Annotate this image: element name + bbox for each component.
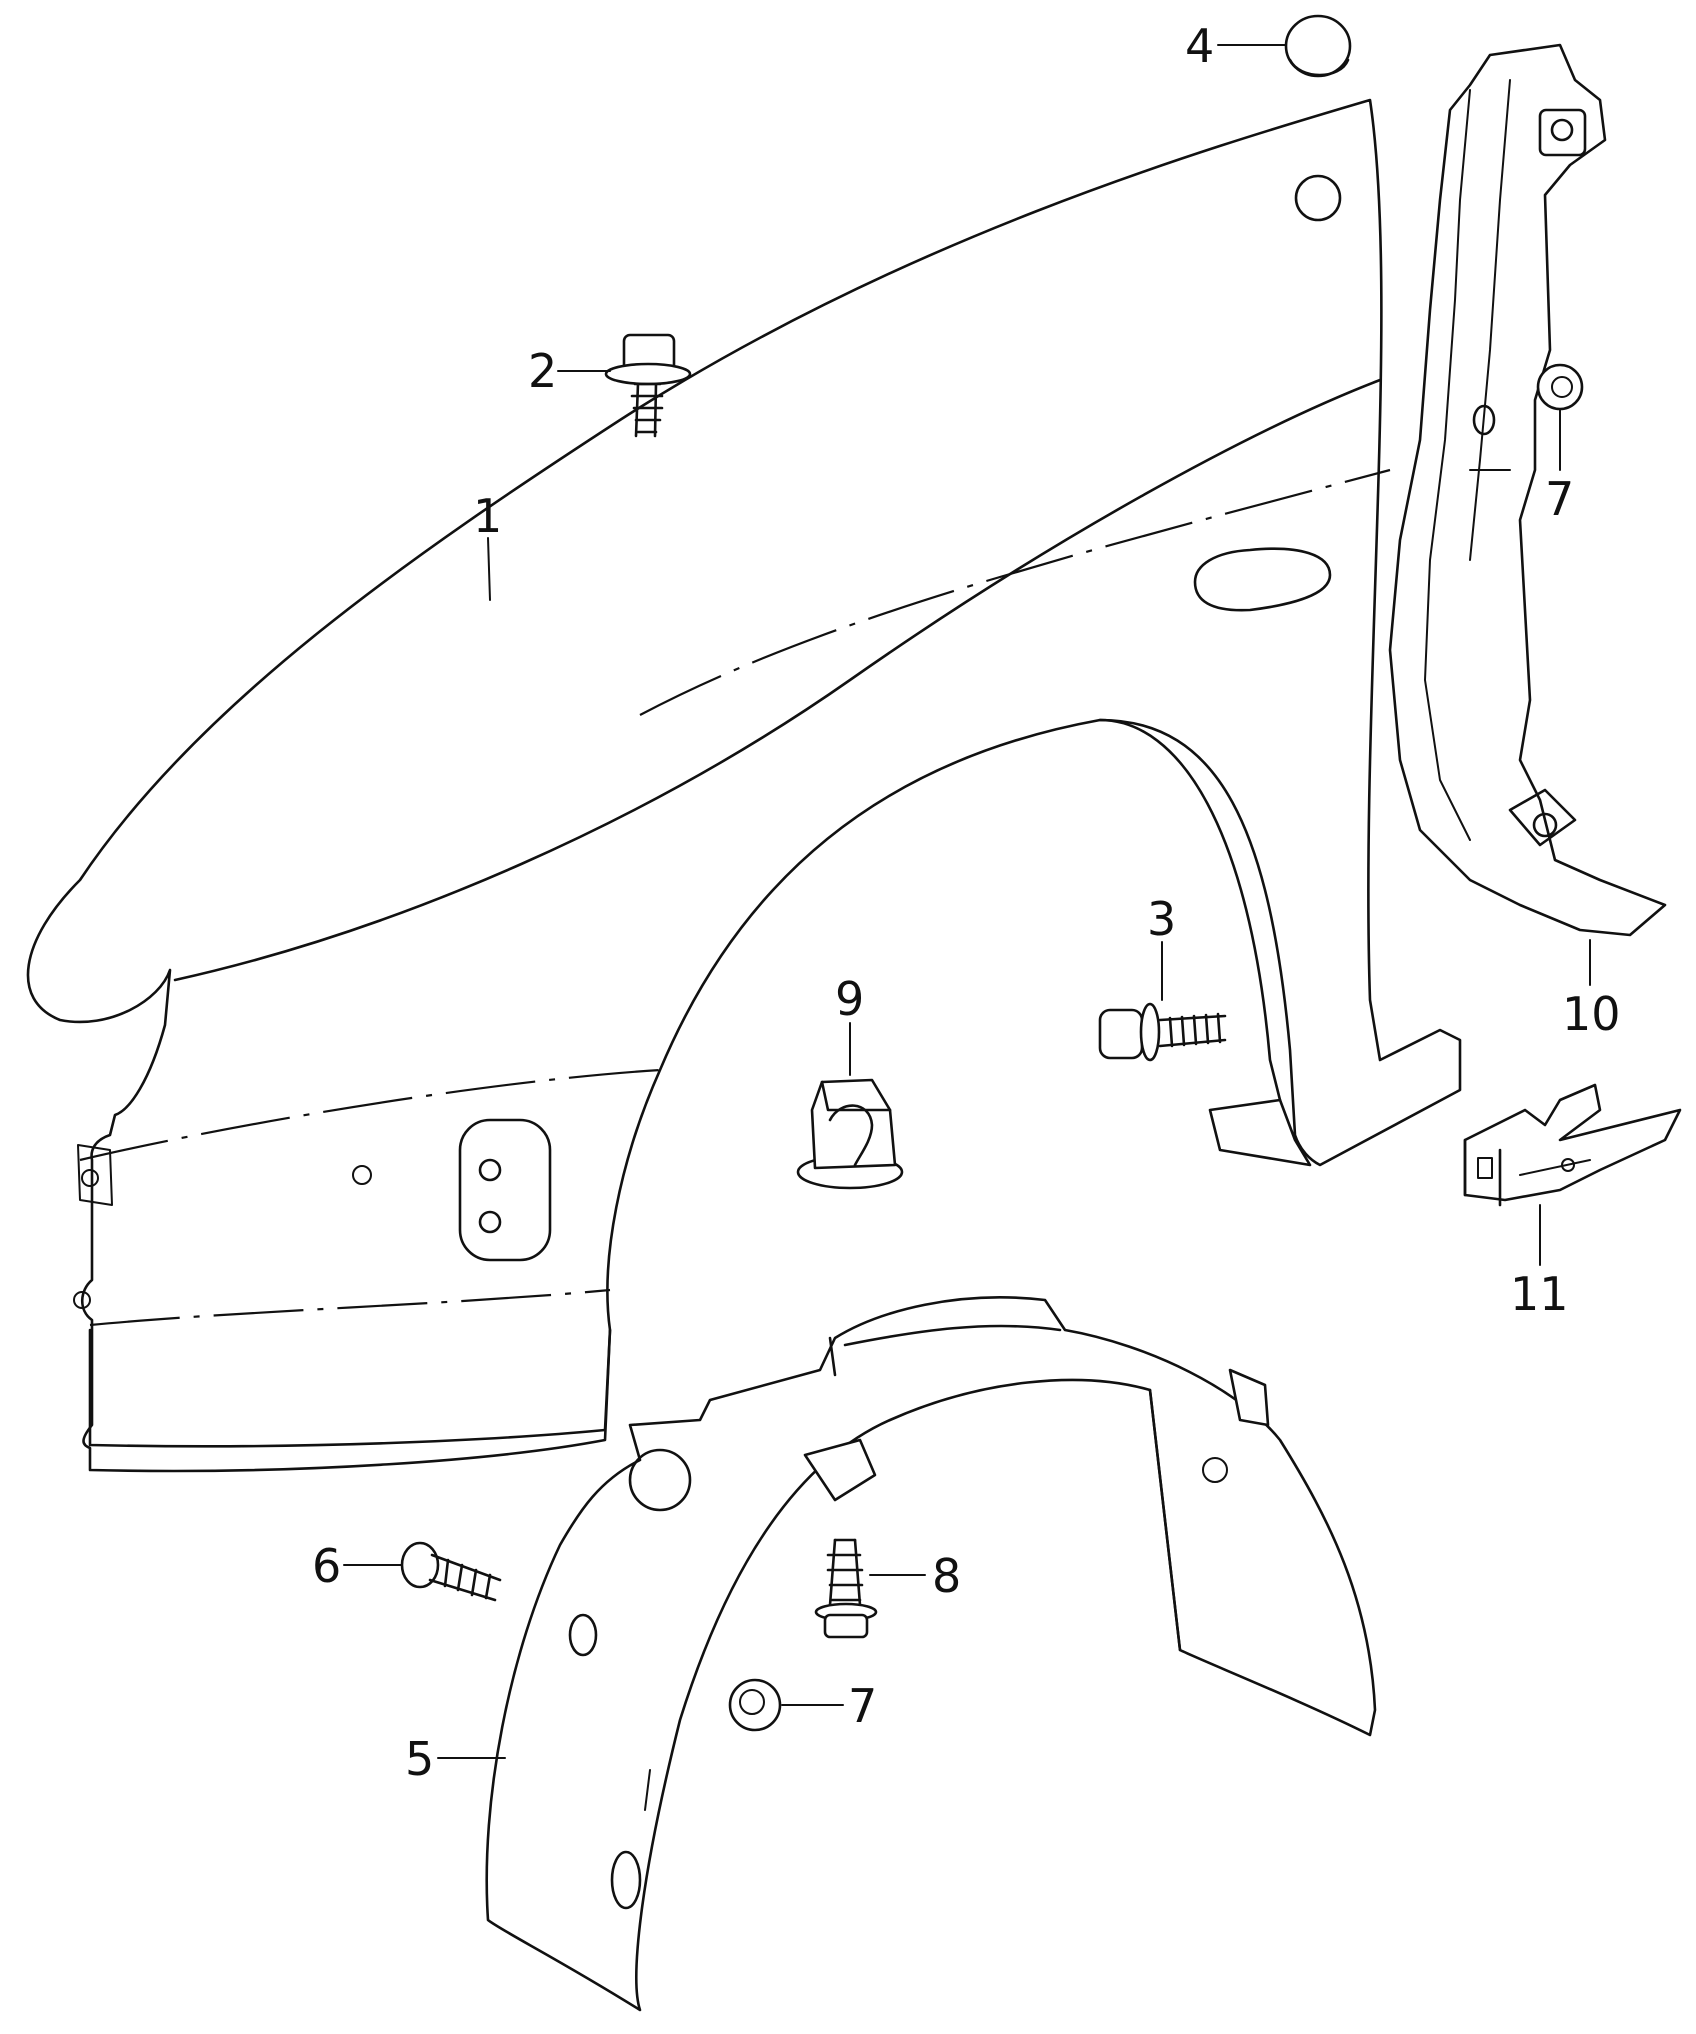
callout-4: 4 xyxy=(1185,19,1214,73)
callout-8: 8 xyxy=(932,1549,961,1603)
callout-6: 6 xyxy=(312,1539,341,1593)
tapping-screw-part xyxy=(814,1538,878,1639)
plug-part xyxy=(1284,14,1352,78)
wheel-housing-liner-part xyxy=(485,1296,1377,2012)
bracket-part xyxy=(1388,43,1667,937)
callout-2: 2 xyxy=(528,344,557,398)
callout-1: 1 xyxy=(473,489,502,543)
callout-9: 9 xyxy=(835,972,864,1026)
callout-10: 10 xyxy=(1562,987,1621,1041)
callout-3: 3 xyxy=(1147,892,1176,946)
bolt-part xyxy=(604,333,692,438)
mounting-plate-part xyxy=(1463,1083,1682,1207)
leader-1 xyxy=(487,537,491,601)
screw-part xyxy=(1098,1002,1227,1062)
callout-7-upper: 7 xyxy=(1545,472,1574,526)
callout-11: 11 xyxy=(1510,1267,1569,1321)
callout-7-lower: 7 xyxy=(848,1679,877,1733)
speed-nut-part xyxy=(796,1078,904,1190)
fender-part xyxy=(26,98,1462,1473)
clip-nut-upper-part xyxy=(1536,363,1584,411)
callout-labels: 1 2 3 4 5 6 7 7 8 9 10 11 xyxy=(312,19,1621,1786)
callout-5: 5 xyxy=(405,1732,434,1786)
leader-lines xyxy=(343,44,1591,1759)
expanding-rivet-part xyxy=(400,1541,502,1602)
